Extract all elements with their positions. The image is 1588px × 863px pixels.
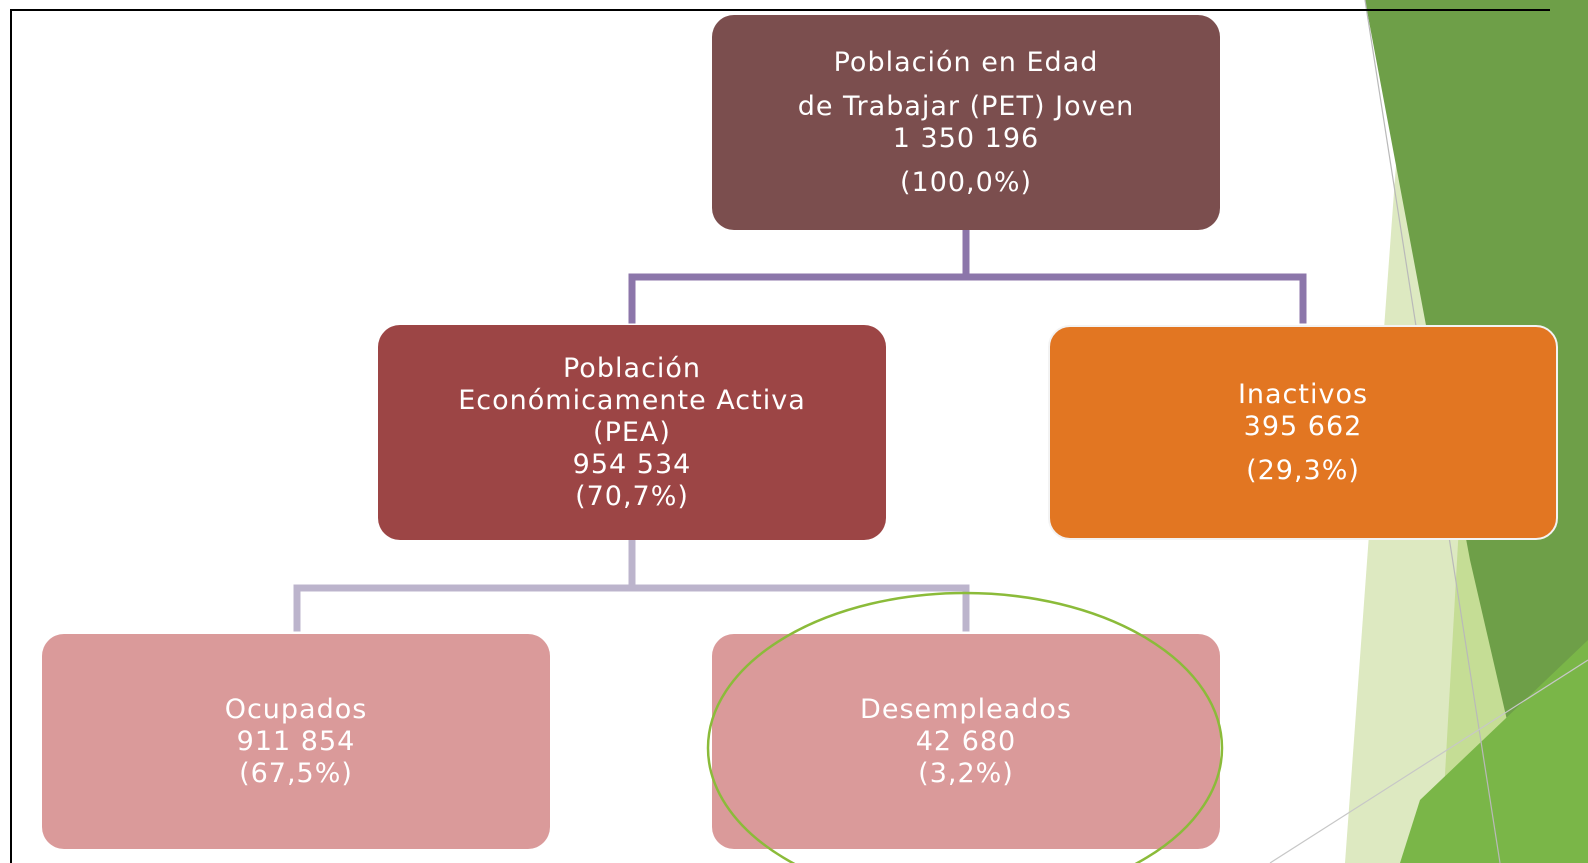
ocupados-label: Ocupados [224, 693, 368, 725]
pea-share: (70,7%) [575, 480, 689, 512]
pea-title-line1: Población [562, 352, 701, 384]
ocupados-share: (67,5%) [239, 757, 353, 789]
inactivos-value: 395 662 [1243, 410, 1363, 442]
pea-value: 954 534 [572, 448, 692, 480]
desempleados-box: Desempleados 42 680 (3,2%) [712, 634, 1220, 849]
pet-box: Población en Edad de Trabajar (PET) Jove… [712, 15, 1220, 230]
pet-share: (100,0%) [899, 166, 1033, 198]
ocupados-box: Ocupados 911 854 (67,5%) [42, 634, 550, 849]
deco-thin-line-2 [1269, 659, 1588, 863]
inactivos-share: (29,3%) [1246, 454, 1360, 486]
deco-bright-green-shape [1400, 640, 1588, 863]
ocupados-value: 911 854 [236, 725, 356, 757]
pet-value: 1 350 196 [892, 122, 1040, 154]
pet-title-line2: de Trabajar (PET) Joven [797, 90, 1135, 122]
desempleados-value: 42 680 [915, 725, 1017, 757]
pet-title-line1: Población en Edad [833, 46, 1099, 78]
desempleados-label: Desempleados [860, 693, 1072, 725]
pea-box: Población Económicamente Activa (PEA) 95… [378, 325, 886, 540]
content-frame [10, 9, 1550, 863]
pea-title-line2: Económicamente Activa [458, 384, 806, 416]
desempleados-share: (3,2%) [918, 757, 1014, 789]
pea-title-line3: (PEA) [593, 416, 671, 448]
inactivos-box: Inactivos 395 662 (29,3%) [1048, 325, 1558, 540]
inactivos-label: Inactivos [1237, 378, 1369, 410]
